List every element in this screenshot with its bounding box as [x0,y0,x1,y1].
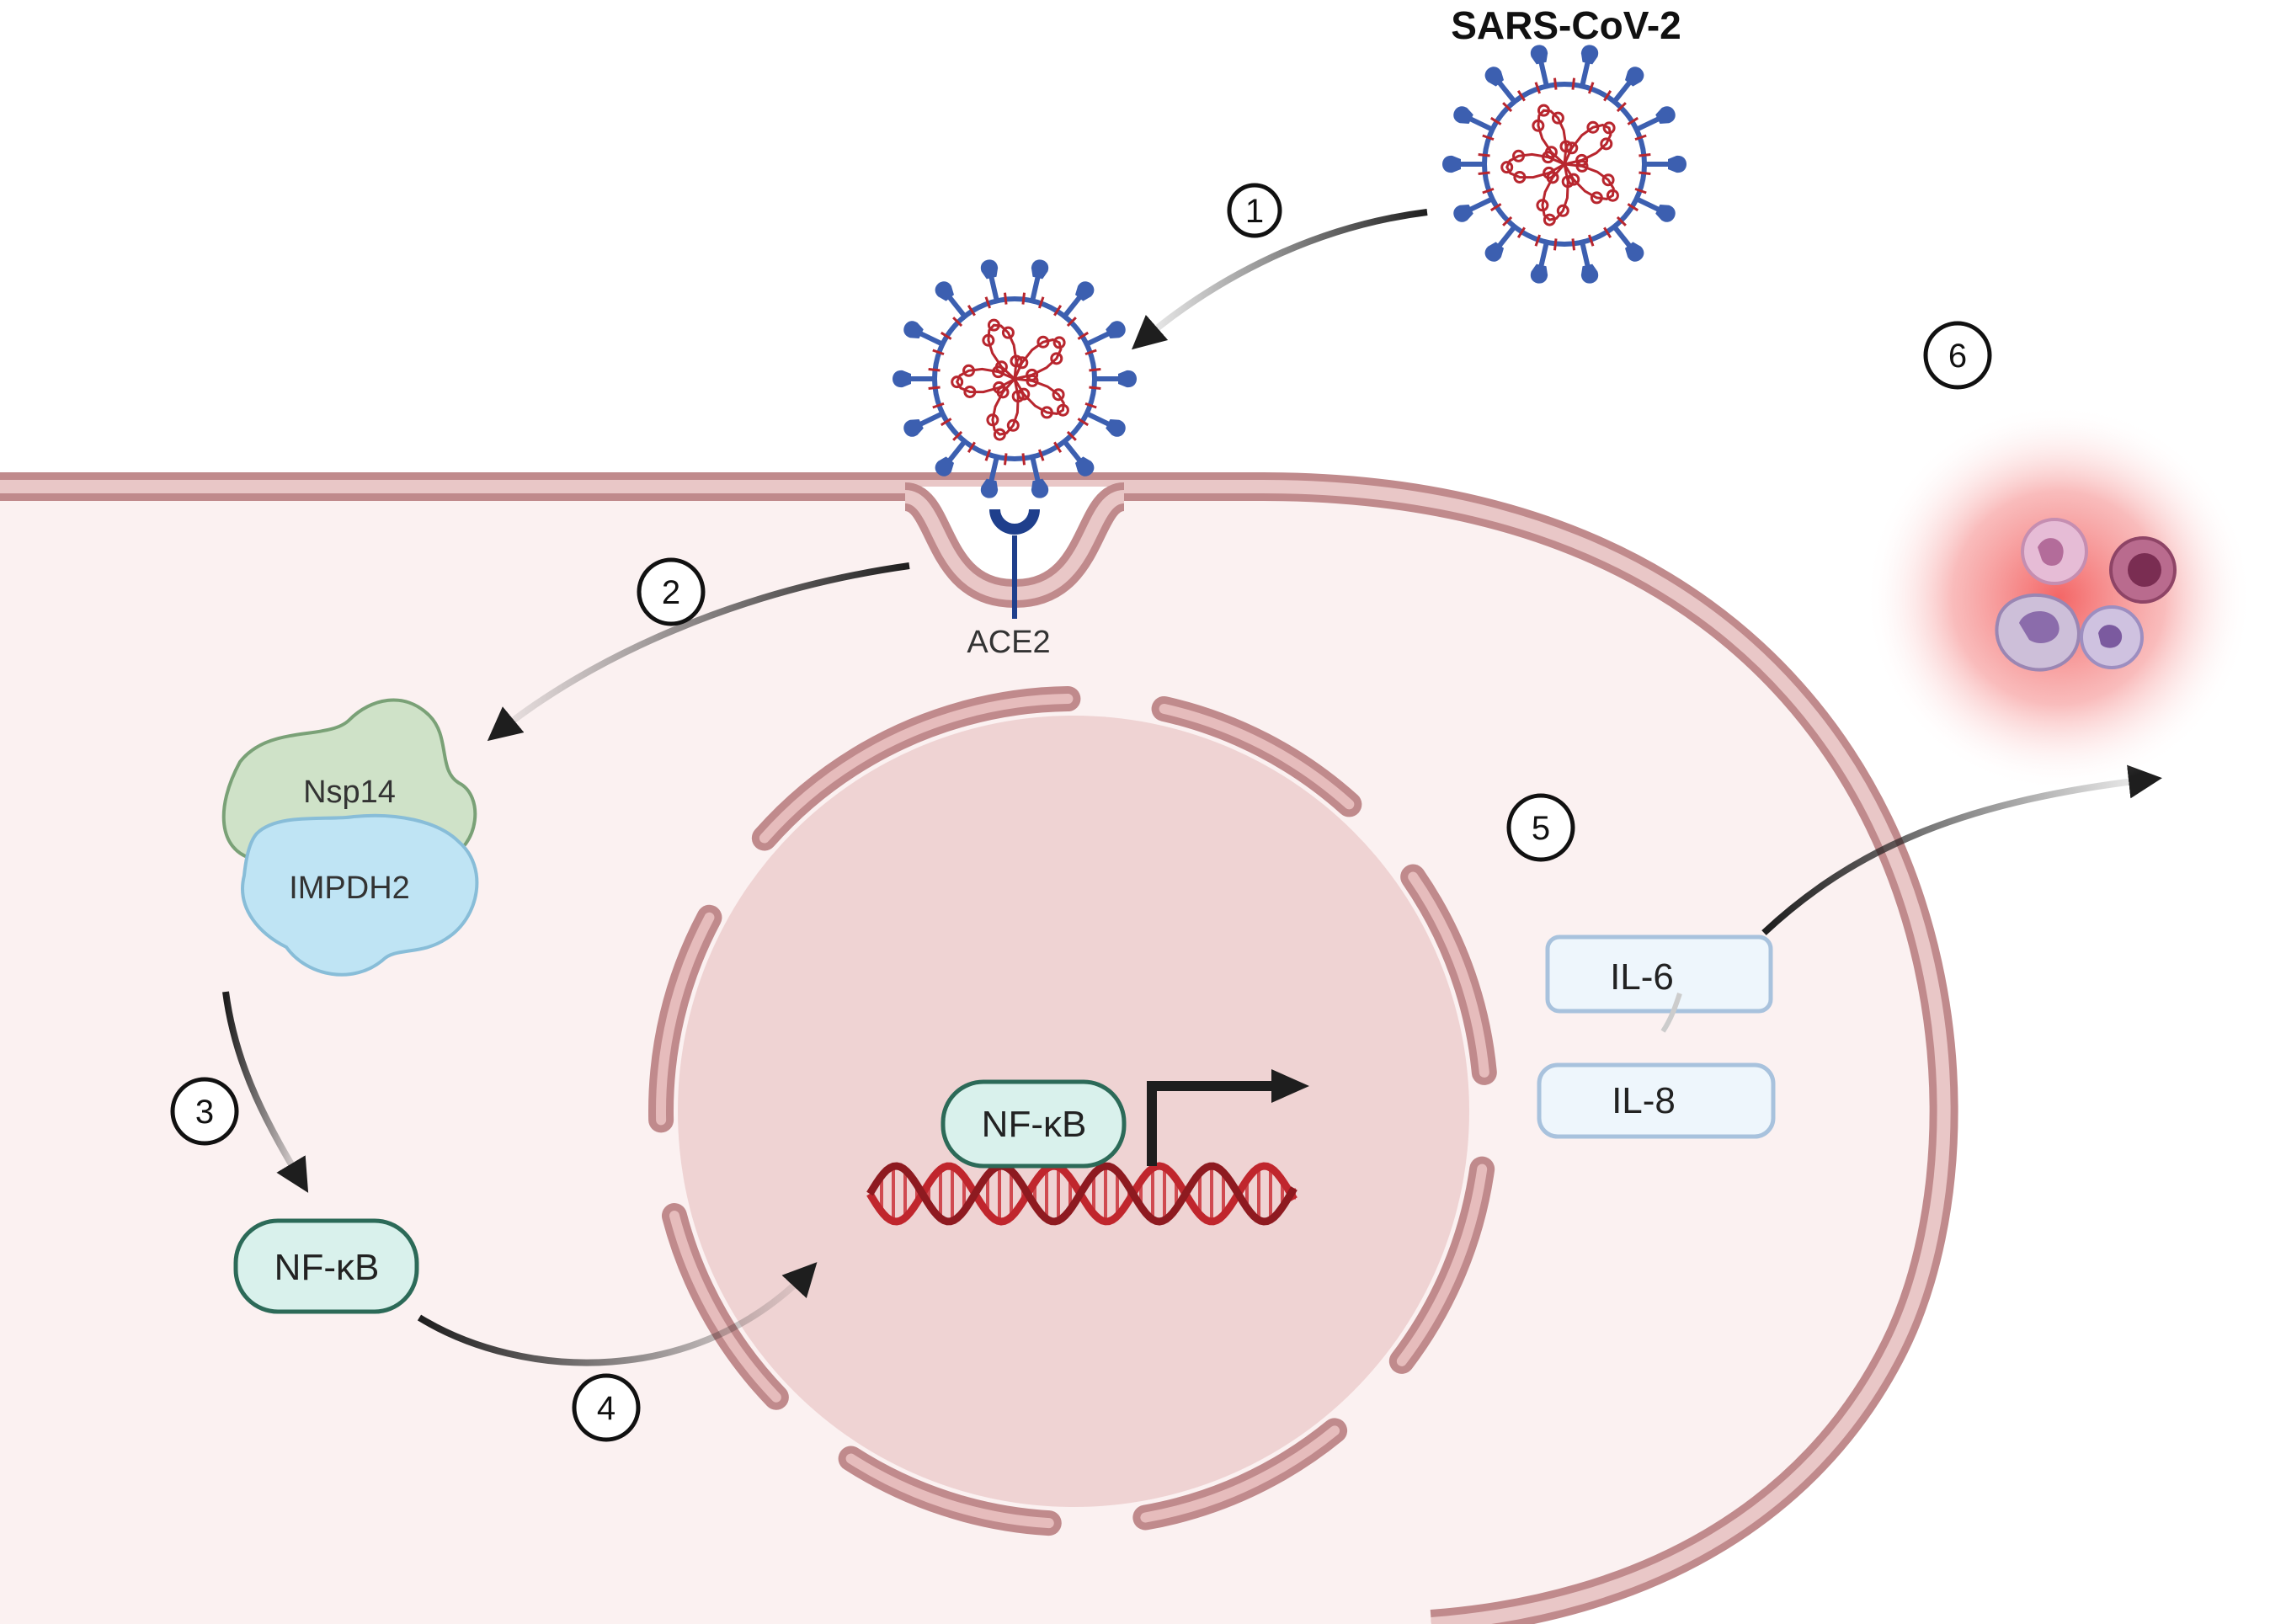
eosinophil [2080,605,2144,669]
monocyte [1995,593,2081,672]
bound-virion [893,259,1137,498]
step-6-label: 6 [1948,338,1967,375]
nfkb-nuclear-label: NF-κB [982,1104,1087,1145]
lymphocyte [2109,536,2177,604]
arrow-step-2 [487,562,910,742]
spike-protein-icon [1655,204,1676,222]
step-3-label: 3 [195,1094,214,1131]
step-marker-6: 6 [1923,321,1992,390]
spike-protein-icon [1580,45,1599,65]
spike-protein-icon [1668,155,1687,173]
spike-protein-icon [1484,67,1505,87]
step-marker-1: 1 [1227,183,1282,238]
ace2-label: ACE2 [967,625,1050,660]
spike-protein-icon [980,478,999,498]
impdh2-label: IMPDH2 [289,871,410,906]
spike-protein-icon [1106,418,1126,437]
nsp14-impdh2-complex: Nsp14 IMPDH2 [221,698,479,977]
step-marker-3: 3 [170,1077,239,1146]
spike-protein-icon [1118,370,1137,388]
neutrophil [2021,518,2088,585]
spike-protein-icon [1031,478,1049,498]
spike-protein-icon [1624,242,1644,262]
nfkb-cytoplasmic-label: NF-κB [274,1247,380,1288]
spike-protein-icon [1530,45,1548,65]
inflammation-site [1865,404,2252,791]
spike-protein-icon [1530,264,1548,284]
step-marker-2: 2 [637,557,706,626]
il6-box: IL-6 [1545,934,1773,1014]
virus-title: SARS-CoV-2 [1451,3,1681,47]
spike-protein-icon [1074,281,1095,301]
spike-protein-icon [1031,259,1049,280]
sars-cov-2-virion [1442,45,1687,284]
spike-protein-icon [1442,155,1461,173]
spike-protein-icon [1580,264,1599,284]
step-marker-4: 4 [572,1373,641,1442]
spike-protein-icon [935,456,955,477]
step-5-label: 5 [1532,810,1550,847]
step-4-label: 4 [597,1390,615,1427]
spike-protein-icon [903,418,924,437]
transcription-arrow [1147,1081,1276,1166]
spike-protein-icon [903,321,924,339]
step-marker-5: 5 [1506,793,1575,862]
spike-protein-icon [1453,204,1473,222]
spike-protein-icon [935,281,955,301]
spike-protein-icon [980,259,999,280]
impdh2-protein [241,813,479,977]
ace2-receptor [989,509,1040,619]
spike-protein-icon [1484,242,1505,262]
spike-protein-icon [1655,106,1676,125]
arrow-step-5-tail [1660,993,1682,1033]
il6-label: IL-6 [1610,956,1674,998]
spike-protein-icon [1453,106,1473,125]
nsp14-label: Nsp14 [303,775,396,810]
step-1-label: 1 [1245,193,1264,230]
dna-helix [866,1162,1298,1226]
il8-box: IL-8 [1537,1062,1776,1139]
arrow-step-4 [417,1262,818,1366]
il8-label: IL-8 [1612,1080,1676,1121]
nfkb-nuclear: NF-κB [941,1079,1127,1169]
spike-protein-icon [1074,456,1095,477]
spike-protein-icon [893,370,911,388]
spike-protein-icon [1624,67,1644,87]
arrow-step-1 [1131,209,1428,350]
nfkb-cytoplasmic: NF-κB [233,1218,419,1314]
step-2-label: 2 [662,574,680,611]
arrow-step-3 [222,991,309,1193]
spike-protein-icon [1106,321,1126,339]
